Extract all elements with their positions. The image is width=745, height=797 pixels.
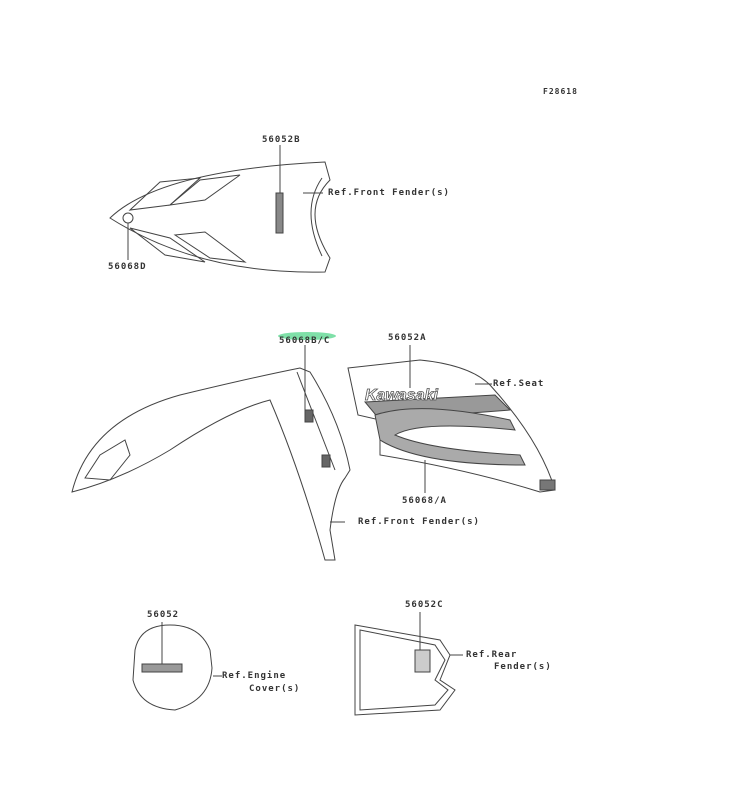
ref-rear-fender-line1: Ref.Rear bbox=[466, 650, 518, 660]
part-highlight bbox=[278, 332, 336, 340]
ref-engine-cover-line2: Cover(s) bbox=[249, 684, 301, 694]
logo-sticker-icon bbox=[275, 192, 284, 234]
part-label-56052B[interactable]: 56052B bbox=[262, 135, 301, 145]
engine-cover-drawing bbox=[132, 622, 222, 711]
ref-seat: Ref.Seat bbox=[493, 379, 545, 389]
part-label-56052A[interactable]: 56052A bbox=[388, 333, 427, 343]
front-fender-top-drawing bbox=[109, 145, 331, 273]
figure-id: F28618 bbox=[543, 87, 578, 96]
rear-fender-drawing bbox=[354, 612, 463, 716]
ref-engine-cover-line1: Ref.Engine bbox=[222, 671, 287, 681]
kawasaki-logo: Kawasaki bbox=[365, 387, 438, 404]
part-label-56068BC[interactable]: 56068B/C bbox=[279, 336, 331, 346]
part-label-56052[interactable]: 56052 bbox=[147, 610, 180, 620]
ref-front-fender-1: Ref.Front Fender(s) bbox=[328, 188, 450, 198]
part-label-56068A[interactable]: 56068/A bbox=[402, 496, 447, 506]
part-label-56052C[interactable]: 56052C bbox=[405, 600, 444, 610]
ref-front-fender-2: Ref.Front Fender(s) bbox=[358, 517, 480, 527]
ref-rear-fender-line2: Fender(s) bbox=[494, 662, 552, 672]
part-label-56068D[interactable]: 56068D bbox=[108, 262, 147, 272]
shroud-drawing: Kawasaki bbox=[71, 345, 556, 561]
